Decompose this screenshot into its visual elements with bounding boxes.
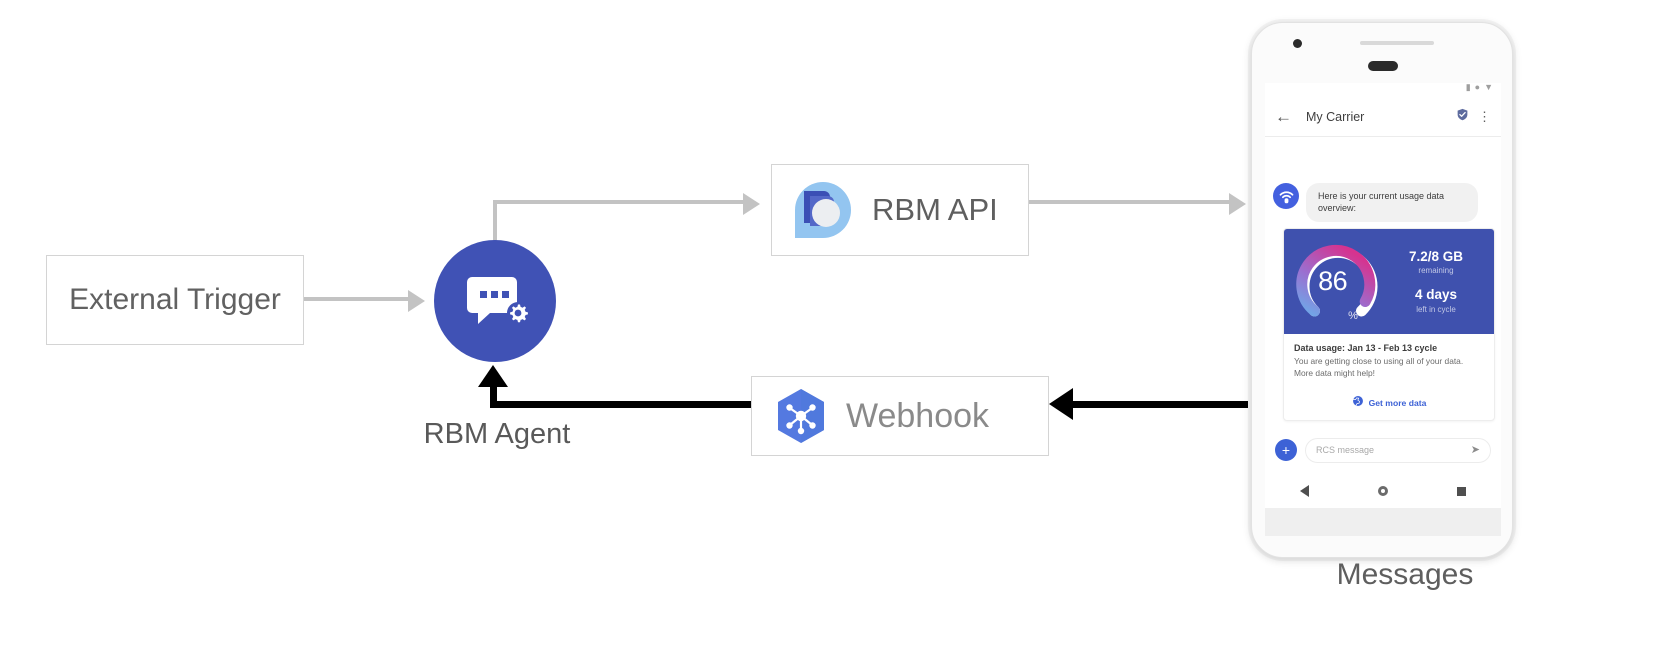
arrowhead-phone-to-webhook (1049, 388, 1073, 420)
verified-shield-icon (1456, 108, 1469, 126)
back-arrow-icon[interactable]: ← (1275, 107, 1292, 126)
arrowhead-webhook-to-agent (478, 365, 508, 387)
wifi-dot-icon: ● (1474, 82, 1481, 92)
rbm-api-label: RBM API (872, 192, 998, 227)
nav-recents-icon[interactable] (1457, 486, 1467, 496)
stat-data-remaining-value: 7.2/8 GB (1408, 248, 1464, 264)
gauge-arc (1296, 245, 1378, 317)
arrowhead-api-to-phone (1229, 193, 1246, 215)
power-key[interactable] (1512, 141, 1513, 167)
send-icon[interactable]: ➤ (1470, 443, 1480, 456)
volume-key[interactable] (1512, 181, 1513, 227)
incoming-message-bubble: Here is your current usage data overview… (1306, 183, 1478, 222)
messages-label: Messages (1336, 558, 1474, 591)
chat-gear-icon (467, 277, 528, 324)
connector-agent-to-api (493, 200, 743, 204)
rbm-agent-label: RBM Agent (423, 418, 571, 450)
earpiece-line (1360, 41, 1434, 45)
status-bar: ▮ ● ▼ (1466, 83, 1493, 92)
node-rbm-agent[interactable] (434, 240, 556, 362)
gauge-percent: 86 (1318, 265, 1348, 296)
hero-stats: 7.2/8 GB remaining 4 days left in cycle (1384, 249, 1494, 314)
stat-data-remaining: 7.2/8 GB remaining (1384, 249, 1488, 276)
nav-home-icon[interactable] (1377, 486, 1388, 496)
message-composer: + RCS message ➤ (1265, 428, 1501, 472)
connector-api-to-phone (1029, 200, 1229, 204)
webhook-label: Webhook (846, 396, 990, 435)
battery-icon: ▼ (1484, 82, 1493, 92)
rich-card[interactable]: 86 % 7.2/8 GB remaining 4 days lef (1283, 227, 1495, 421)
front-camera-icon (1293, 39, 1302, 48)
rcs-message-input[interactable]: RCS message ➤ (1305, 437, 1491, 463)
rich-card-title: Data usage: Jan 13 - Feb 13 cycle (1294, 342, 1438, 353)
stat-days-left-caption: left in cycle (1416, 304, 1456, 314)
stat-days-left: 4 days left in cycle (1384, 287, 1488, 314)
globe-icon (1352, 394, 1364, 412)
data-usage-gauge: 86 % (1292, 235, 1384, 327)
phone-chin (1265, 508, 1501, 536)
rich-card-hero: 86 % 7.2/8 GB remaining 4 days lef (1284, 228, 1494, 334)
rcs-agent-icon (1273, 183, 1299, 209)
app-bar-title: My Carrier (1306, 109, 1365, 124)
gauge-center-value: 86 % (1292, 235, 1384, 327)
get-more-data-label: Get more data (1368, 397, 1427, 408)
stat-data-remaining-caption: remaining (1418, 266, 1454, 276)
plus-icon[interactable]: + (1275, 439, 1297, 461)
incoming-message-row: Here is your current usage data overview… (1265, 138, 1501, 222)
earpiece-speaker (1368, 61, 1398, 71)
rcs-message-placeholder: RCS message (1316, 445, 1375, 455)
node-external-trigger[interactable]: External Trigger (46, 255, 304, 345)
node-webhook[interactable]: Webhook (751, 376, 1049, 456)
connector-trigger-to-agent (304, 297, 408, 301)
node-rbm-api[interactable]: RBM API (771, 164, 1029, 256)
android-nav-bar (1265, 474, 1501, 508)
external-trigger-label: External Trigger (69, 283, 281, 316)
rbm-api-droplet-icon (795, 182, 851, 238)
gauge-percent-sign: % (1348, 310, 1358, 323)
conversation-thread: Here is your current usage data overview… (1265, 138, 1501, 421)
stat-days-left-value: 4 days (1414, 287, 1458, 303)
rich-card-description: You are getting close to using all of yo… (1294, 355, 1464, 378)
phone-screen: ▮ ● ▼ ← My Carrier ⋮ (1265, 83, 1501, 508)
connector-agent-up (493, 200, 497, 248)
connector-webhook-to-agent (493, 401, 751, 408)
overflow-menu-icon[interactable]: ⋮ (1478, 109, 1491, 124)
phone-device: ▮ ● ▼ ← My Carrier ⋮ (1251, 22, 1513, 558)
nav-back-icon[interactable] (1299, 485, 1309, 497)
connector-phone-to-webhook (1073, 401, 1255, 408)
signal-icon: ▮ (1465, 82, 1471, 92)
app-bar: ← My Carrier ⋮ (1265, 97, 1501, 137)
connector-webhook-to-agent-vertical (490, 385, 497, 408)
rich-card-body: Data usage: Jan 13 - Feb 13 cycle You ar… (1284, 334, 1494, 386)
arrowhead-trigger-to-agent (408, 290, 425, 312)
gcp-hexagon-nodes-icon (778, 389, 824, 443)
get-more-data-button[interactable]: Get more data (1284, 386, 1494, 420)
arrowhead-agent-to-api (743, 193, 760, 215)
